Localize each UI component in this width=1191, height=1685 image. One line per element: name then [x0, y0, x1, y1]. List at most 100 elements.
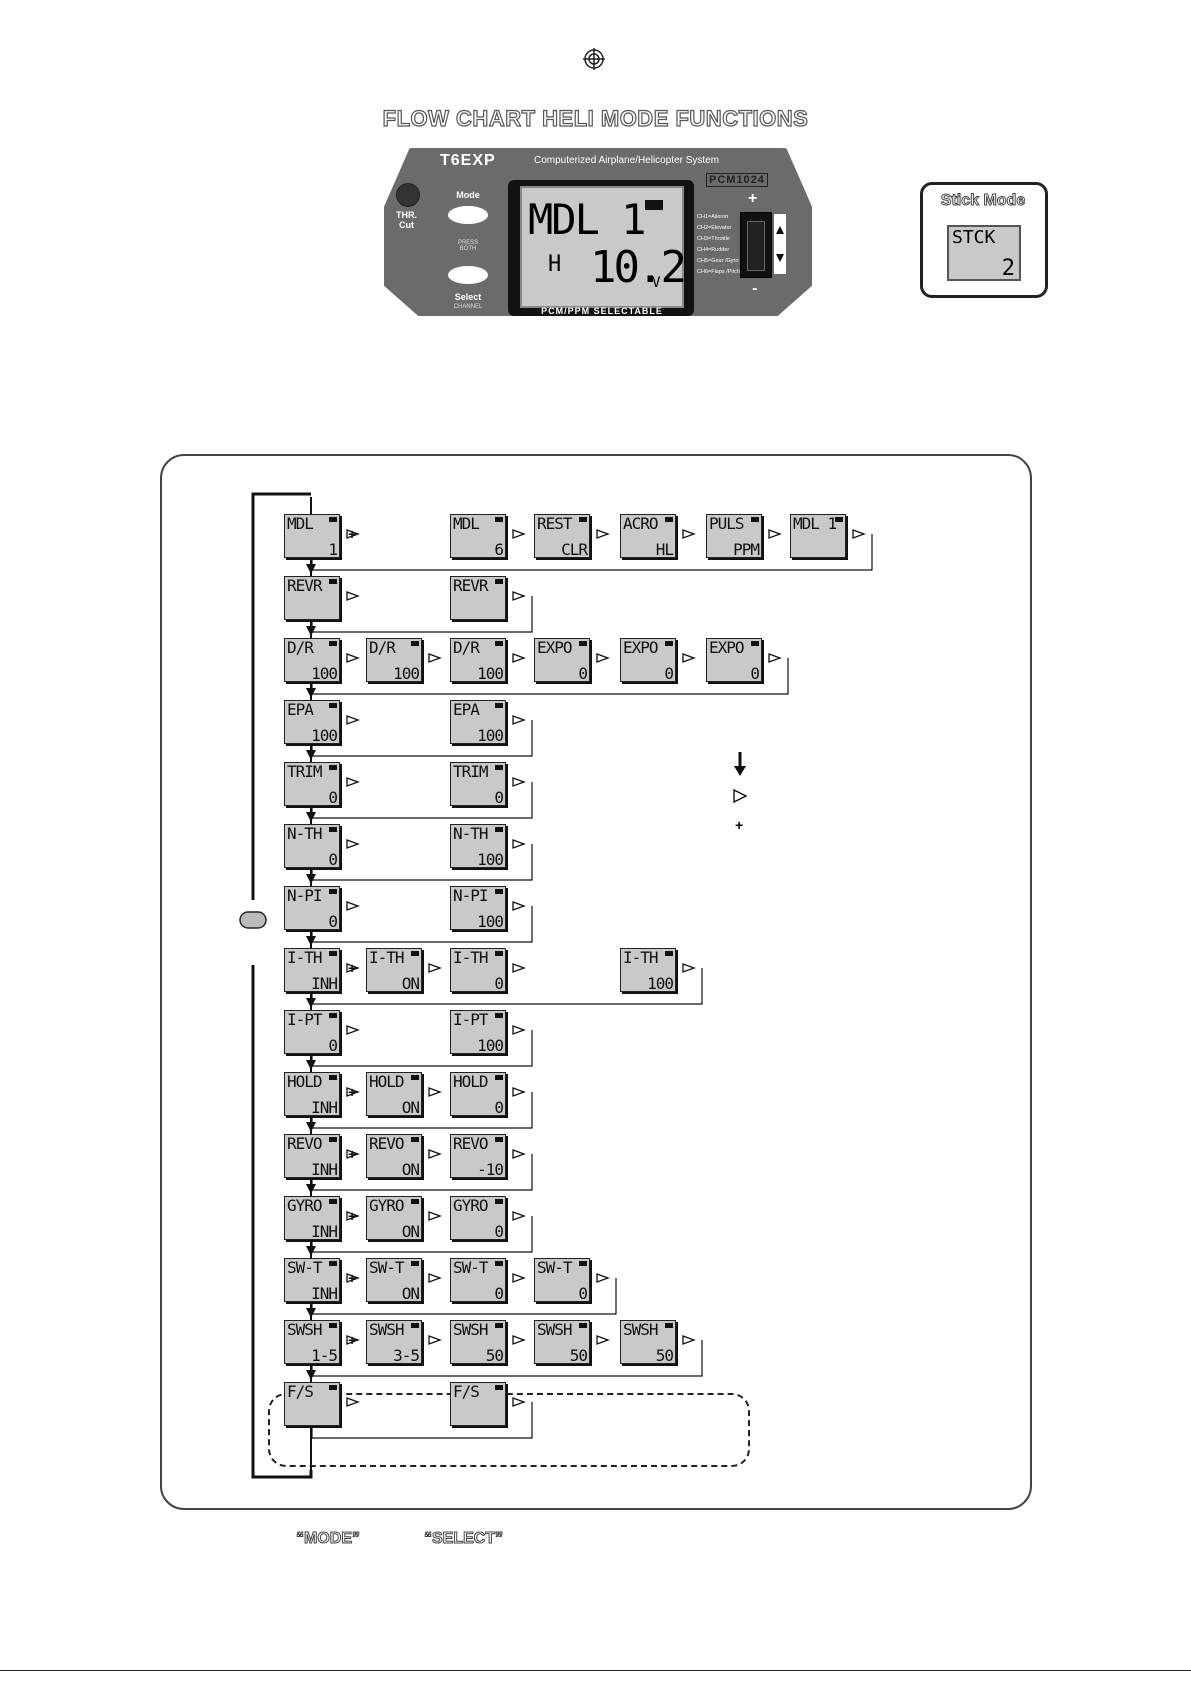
- channel-item: CH3=Throttle: [697, 236, 730, 242]
- right-arrow-icon: [428, 1148, 442, 1162]
- screen-indicator: [665, 517, 673, 522]
- screen-value: 0: [328, 1036, 338, 1055]
- return-line: [311, 844, 533, 881]
- channel-list: CH1=Aileron CH2=Elevator CH3=Throttle CH…: [697, 212, 740, 278]
- right-arrow-icon: [596, 1272, 610, 1286]
- screen-title: REVR: [287, 576, 323, 595]
- down-arrow-icon: [306, 1370, 316, 1380]
- screen-indicator: [329, 641, 337, 646]
- transmitter-description: Computerized Airplane/Helicopter System: [534, 155, 720, 166]
- screen-indicator: [495, 765, 503, 770]
- right-arrow-icon: [682, 1334, 696, 1348]
- screen-title: SW-T: [537, 1258, 573, 1277]
- screen-value: 100: [477, 912, 504, 931]
- screen-title: I-TH: [287, 948, 323, 967]
- lcd-voltage: 10.2: [590, 242, 687, 293]
- screen-title: PULS: [709, 514, 745, 533]
- screen-title: TRIM: [287, 762, 323, 781]
- plus-icon: +: [348, 526, 357, 542]
- screen-title: EXPO: [623, 638, 659, 657]
- screen-value: HL: [655, 540, 674, 559]
- screen-title: N-TH: [453, 824, 489, 843]
- right-arrow-icon: [512, 652, 526, 666]
- screen-title: EPA: [287, 700, 314, 719]
- screen-indicator: [411, 1137, 419, 1142]
- screen-title: HOLD: [453, 1072, 489, 1091]
- screen-indicator: [329, 765, 337, 770]
- down-arrow-icon: [306, 874, 316, 884]
- screen-value: INH: [311, 1098, 338, 1117]
- stick-lcd-bottom: 2: [1001, 256, 1015, 281]
- right-arrow-icon: [512, 1334, 526, 1348]
- screen-title: TRIM: [453, 762, 489, 781]
- select-button[interactable]: [448, 266, 488, 284]
- screen-value: PPM: [733, 540, 760, 559]
- screen-title: SWSH: [453, 1320, 489, 1339]
- lcd-screen-mdl-1: MDL 1: [790, 514, 846, 558]
- screen-title: SW-T: [369, 1258, 405, 1277]
- screen-indicator: [329, 1385, 337, 1390]
- screen-indicator: [751, 641, 759, 646]
- data-input-lever[interactable]: [740, 212, 772, 278]
- screen-title: SWSH: [623, 1320, 659, 1339]
- thr-cut-button[interactable]: [396, 183, 420, 207]
- page-title: FLOW CHART HELI MODE FUNCTIONS: [382, 105, 809, 131]
- screen-indicator: [835, 517, 843, 522]
- screen-indicator: [495, 1075, 503, 1080]
- down-arrow-icon: [306, 1122, 316, 1132]
- return-line: [311, 1092, 533, 1129]
- stick-lcd-top: STCK: [952, 227, 996, 248]
- screen-value: INH: [311, 1160, 338, 1179]
- lcd-screen-f-s: F/S: [284, 1382, 340, 1426]
- mode-label: Mode: [456, 190, 480, 200]
- screen-title: SW-T: [287, 1258, 323, 1277]
- right-arrow-icon: [346, 1148, 360, 1162]
- screen-indicator: [665, 951, 673, 956]
- right-arrow-icon: [512, 1086, 526, 1100]
- bottom-rule: [0, 1670, 1191, 1671]
- mode-button[interactable]: [448, 206, 488, 224]
- down-arrow-icon: [306, 812, 316, 822]
- screen-indicator: [411, 1261, 419, 1266]
- screen-value: 100: [311, 726, 338, 745]
- right-arrow-icon: [852, 528, 866, 542]
- screen-indicator: [495, 951, 503, 956]
- press-both-label: PRESS BOTH: [457, 240, 479, 252]
- right-arrow-icon: [346, 1396, 360, 1410]
- screen-value: 100: [477, 850, 504, 869]
- footer-select: “SELECT”: [423, 1530, 504, 1548]
- right-arrow-icon: [682, 962, 696, 976]
- lcd-screen-n-th: N-TH 100: [450, 824, 506, 869]
- right-arrow-icon: [512, 1210, 526, 1224]
- screen-value: 100: [647, 974, 674, 993]
- right-arrow-icon: [346, 1086, 360, 1100]
- right-arrow-icon: [512, 1272, 526, 1286]
- screen-indicator: [329, 951, 337, 956]
- screen-value: 1-5: [311, 1346, 338, 1365]
- screen-value: ON: [401, 974, 420, 993]
- plus-icon: +: [348, 960, 357, 976]
- screen-indicator: [411, 951, 419, 956]
- select-label: Select: [454, 292, 482, 302]
- return-line: [311, 658, 789, 695]
- lcd-screen-revr: REVR: [284, 576, 340, 620]
- right-arrow-icon: [428, 962, 442, 976]
- right-arrow-icon: [768, 528, 782, 542]
- screen-indicator: [411, 1323, 419, 1328]
- down-arrow-icon: [306, 564, 316, 574]
- lcd-screen-epa: EPA 100: [284, 700, 340, 745]
- screen-title: F/S: [453, 1382, 480, 1401]
- fs-dashed-group: [268, 1393, 750, 1467]
